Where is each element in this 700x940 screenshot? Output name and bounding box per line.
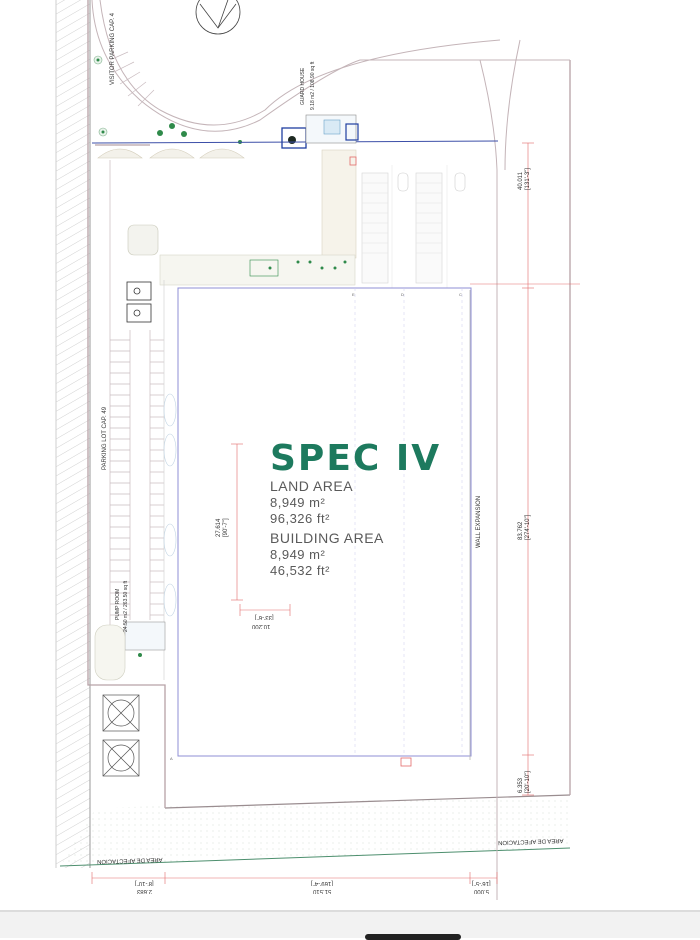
pump-room-area: 24.50 m2 / 263.50 sq ft — [123, 580, 129, 632]
column-grid — [354, 288, 463, 756]
planter-row — [97, 148, 245, 159]
dim-inner-v: 27.614 — [216, 518, 222, 537]
truck-docks — [361, 165, 466, 290]
visitor-parking-label: VISITOR PARKING CAP. 4 — [110, 12, 116, 85]
dim-bottom-mid-ft: [169'-4"] — [311, 880, 333, 886]
pump-room — [94, 621, 166, 681]
bottom-divider — [0, 910, 700, 912]
guard-house-label: GUARD HOUSE — [300, 67, 306, 105]
land-area-ft2: 96,326 ft² — [270, 511, 330, 526]
land-area-label: LAND AREA — [270, 478, 354, 494]
pump-room-label: PUMP ROOM — [115, 588, 121, 620]
warehouse-building — [177, 287, 472, 757]
north-arrow-icon — [195, 0, 241, 35]
dim-bottom-right: 5.000 — [474, 888, 490, 894]
dim-inner-h: 10.200 — [252, 623, 271, 629]
dim-right-bot-ft: [20'-10"] — [525, 771, 531, 793]
dim-bottom-left-ft: [8'-10"] — [135, 880, 154, 886]
dim-inner-h-ft: [33'-6"] — [255, 614, 274, 620]
side-planters — [163, 393, 177, 617]
dim-right-top-ft: [131'-3"] — [525, 168, 531, 190]
building-area-label: BUILDING AREA — [270, 530, 384, 546]
walkway — [321, 149, 357, 259]
service-line — [91, 140, 499, 144]
svg-text:D: D — [401, 292, 404, 297]
site-plan-drawing: E D C A — [55, 0, 580, 900]
guard-house-area: 9.18 m2 / 108.90 sq ft — [310, 61, 316, 110]
dim-right-top: 40.011 — [518, 172, 524, 190]
svg-text:C: C — [459, 292, 462, 297]
property-boundary — [87, 0, 571, 808]
building-area-m2: 8,949 m² — [270, 547, 326, 562]
grid-markers: E D C A — [170, 292, 462, 761]
dim-right-bot: 6.353 — [518, 777, 524, 793]
left-hatch-zone — [56, 0, 90, 868]
svg-text:E: E — [352, 292, 355, 297]
transformer-icons — [126, 281, 152, 323]
parking-lot-label: PARKING LOT CAP. 49 — [102, 406, 108, 470]
dim-right-mid-ft: [274'-10"] — [525, 514, 531, 540]
home-indicator[interactable] — [365, 934, 461, 940]
parking-lot-stalls — [109, 160, 164, 680]
wall-expansion-label: WALL EXPANSION — [476, 495, 482, 548]
planter-box — [127, 224, 159, 256]
building-area-ft2: 46,532 ft² — [270, 563, 330, 578]
dim-bottom-mid: 51.510 — [313, 888, 332, 894]
visitor-parking-stalls — [109, 51, 155, 107]
dimension-lines — [91, 142, 580, 884]
afectacion-strip — [60, 795, 570, 866]
spec-title: SPEC IV — [270, 438, 442, 479]
land-area-m2: 8,949 m² — [270, 495, 326, 510]
dim-bottom-left: 2.683 — [137, 888, 153, 894]
access-road — [91, 0, 570, 900]
dim-bottom-right-ft: [16'-5"] — [472, 880, 491, 886]
svg-text:A: A — [170, 756, 173, 761]
cooling-units — [102, 694, 140, 777]
guard-house — [281, 114, 359, 149]
dim-inner-v-ft: [90'-7"] — [223, 518, 229, 537]
front-landscape — [159, 254, 356, 286]
bottom-bar — [0, 912, 700, 938]
dim-right-mid: 83.762 — [518, 521, 524, 540]
front-shrubs — [268, 260, 347, 270]
